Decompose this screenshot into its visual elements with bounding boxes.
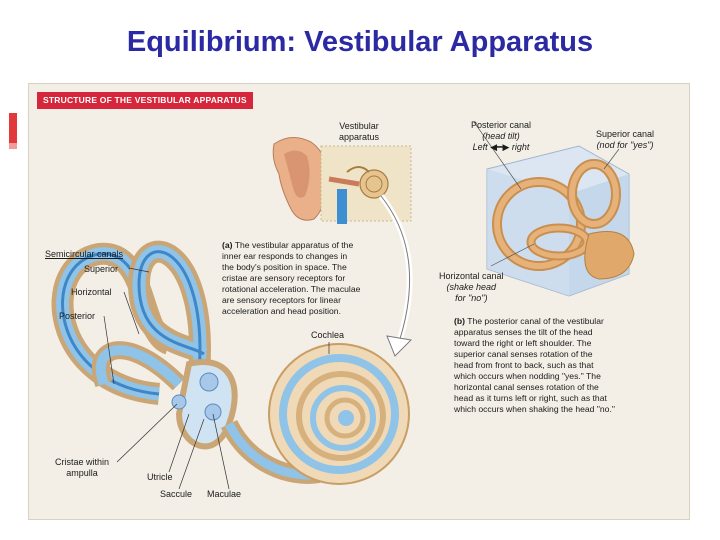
label-superior: Superior xyxy=(84,264,119,274)
accent-bar xyxy=(9,113,17,143)
label-horizontal: Horizontal xyxy=(71,287,112,297)
label-line: Left ◀━▶ right xyxy=(471,142,531,153)
label-cristae: Cristae within ampulla xyxy=(55,457,109,479)
caption-b-line: toward the right or left shoulder. The xyxy=(454,338,592,348)
label-left: Left xyxy=(472,142,488,152)
caption-b-line: The posterior canal of the vestibular xyxy=(467,316,604,326)
caption-b-line: which occurs when shaking the head "no." xyxy=(454,404,615,414)
label-line: ampulla xyxy=(66,468,98,478)
accent-bar-light xyxy=(9,143,17,149)
label-posterior-canal: Posterior canal (head tilt) Left ◀━▶ rig… xyxy=(471,120,531,153)
caption-a-line: inner ear responds to changes in xyxy=(222,251,348,261)
label-saccule: Saccule xyxy=(160,489,193,499)
label-superior-canal: Superior canal (nod for "yes") xyxy=(596,129,654,151)
label-line: Cristae within xyxy=(55,457,110,467)
label-right: right xyxy=(511,142,530,152)
caption-b: (b) The posterior canal of the vestibula… xyxy=(454,316,684,415)
caption-a: (a) The vestibular apparatus of the inne… xyxy=(222,240,392,317)
caption-b-line: which occurs when nodding "yes." The xyxy=(454,371,601,381)
slide-title: Equilibrium: Vestibular Apparatus xyxy=(126,26,594,58)
caption-a-line: are sensory receptors for linear xyxy=(222,295,341,305)
caption-b-line: apparatus senses the tilt of the head xyxy=(454,327,593,337)
caption-a-line: the body's position in space. The xyxy=(222,262,347,272)
label-posterior: Posterior xyxy=(59,311,96,321)
label-line: Superior canal xyxy=(596,129,655,139)
label-shake-head: (shake head xyxy=(446,282,497,292)
caption-a-line: The vestibular apparatus of the xyxy=(234,240,354,250)
label-line: (nod for "yes") xyxy=(596,140,654,151)
anatomy-illustration xyxy=(51,121,635,490)
label-line: apparatus xyxy=(339,132,380,142)
label-head-tilt: (head tilt) xyxy=(482,131,520,141)
label-horizontal-canal: Horizontal canal (shake head for "no") xyxy=(439,271,504,304)
label-line: Horizontal canal xyxy=(439,271,504,281)
inner-ear-illustration xyxy=(51,240,410,490)
caption-a-line: rotational acceleration. The maculae xyxy=(222,284,361,294)
caption-a-line: acceleration and head position. xyxy=(222,306,341,316)
label-semicircular-canals: Semicircular canals xyxy=(45,249,124,259)
caption-b-line: head as it turns left or right, such as … xyxy=(454,393,607,403)
vestibular-figure: STRUCTURE OF THE VESTIBULAR APPARATUS xyxy=(28,83,690,520)
label-nod-yes: (nod for "yes") xyxy=(596,140,654,150)
label-maculae: Maculae xyxy=(207,489,242,499)
label-cochlea: Cochlea xyxy=(311,330,345,340)
label-line: for "no") xyxy=(439,293,504,304)
caption-b-marker: (b) xyxy=(454,316,465,326)
label-for-no: for "no") xyxy=(455,293,488,303)
caption-b-line: superior canal senses rotation of the xyxy=(454,349,593,359)
figure-header: STRUCTURE OF THE VESTIBULAR APPARATUS xyxy=(37,92,253,109)
caption-a-marker: (a) xyxy=(222,240,233,250)
label-line: (shake head xyxy=(439,282,504,293)
canal-orientation-diagram xyxy=(473,121,635,297)
caption-b-line: horizontal canal senses rotation of the xyxy=(454,382,599,392)
ear-thumbnail xyxy=(272,137,412,224)
caption-a-line: cristae are sensory receptors for xyxy=(222,273,346,283)
label-vestibular-apparatus: Vestibular apparatus xyxy=(339,121,379,143)
label-utricle: Utricle xyxy=(147,472,173,482)
double-arrow-icon: ◀━▶ xyxy=(490,142,510,152)
label-line: Posterior canal xyxy=(471,120,532,130)
label-line: (head tilt) xyxy=(471,131,531,142)
caption-b-line: head from front to back, such as that xyxy=(454,360,594,370)
label-line: Vestibular xyxy=(339,121,379,131)
